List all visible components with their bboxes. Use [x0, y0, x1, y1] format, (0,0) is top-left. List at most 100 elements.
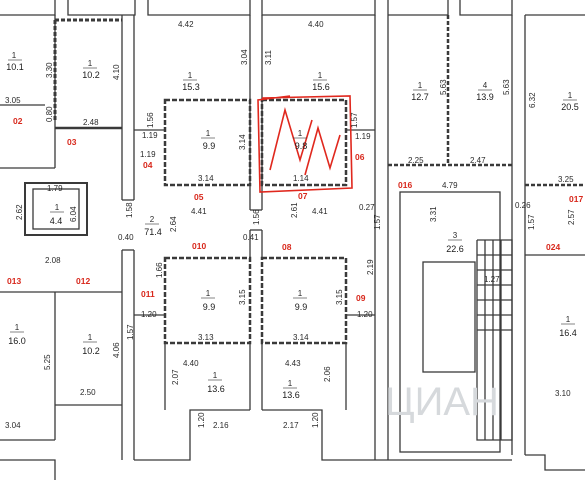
- dimension-label: 3.04: [240, 49, 249, 65]
- dimension-label: 6.32: [528, 92, 537, 108]
- dimension-label: 3.14: [293, 333, 309, 342]
- room-label: 271.4: [144, 215, 162, 237]
- room-label: 110.1: [6, 51, 24, 72]
- dimension-label: 0.40: [118, 233, 134, 242]
- svg-text:13.6: 13.6: [282, 390, 300, 400]
- dimension-label: 2.50: [80, 388, 96, 397]
- dimension-label: 4.41: [312, 207, 328, 216]
- svg-text:1: 1: [206, 289, 211, 298]
- svg-text:1: 1: [188, 71, 193, 80]
- dimension-label: 3.25: [558, 175, 574, 184]
- room-marker: 016: [398, 180, 412, 190]
- svg-text:15.6: 15.6: [312, 82, 330, 92]
- dimension-label: 1.57: [527, 214, 536, 230]
- dimension-label: 4.43: [285, 359, 301, 368]
- room-marker: 03: [67, 137, 77, 147]
- dimension-label: 3.04: [5, 421, 21, 430]
- dimension-label: 4.40: [308, 20, 324, 29]
- dimension-label: 3.14: [238, 134, 247, 150]
- room-marker: 017: [569, 194, 583, 204]
- dimension-label: 2.61: [290, 202, 299, 218]
- dimension-label: 4.41: [191, 207, 207, 216]
- room-marker: 013: [7, 276, 21, 286]
- svg-text:20.5: 20.5: [561, 102, 579, 112]
- svg-text:1: 1: [55, 203, 60, 212]
- dimension-label: 2.16: [213, 421, 229, 430]
- room-label: 19.9: [201, 129, 215, 151]
- dimension-label: 5.63: [502, 79, 511, 95]
- dimension-label: 1.58: [125, 202, 134, 218]
- dimension-label: 0.41: [243, 233, 259, 242]
- room-label: 413.9: [476, 81, 494, 102]
- dimension-label: 1.19: [142, 131, 158, 140]
- dimension-label: 5.25: [43, 354, 52, 370]
- svg-text:13.6: 13.6: [207, 384, 225, 394]
- svg-text:71.4: 71.4: [144, 227, 162, 237]
- svg-text:1: 1: [298, 289, 303, 298]
- dimension-label: 0.26: [515, 201, 531, 210]
- svg-text:3: 3: [453, 231, 458, 240]
- dimension-label: 5.63: [439, 79, 448, 95]
- svg-text:1: 1: [213, 371, 218, 380]
- dimension-label: 2.17: [283, 421, 299, 430]
- svg-text:9.9: 9.9: [203, 302, 216, 312]
- room-marker: 08: [282, 242, 292, 252]
- room-label: 322.6: [446, 231, 464, 254]
- dimension-label: 2.48: [83, 118, 99, 127]
- room-marker: 02: [13, 116, 23, 126]
- dimension-label: 1.19: [355, 132, 371, 141]
- dimension-label: 1.57: [126, 324, 135, 340]
- dimension-labels: 3.30 4.10 3.05 0.80 2.48 4.42 3.04 4.40 …: [5, 20, 576, 430]
- room-markers: 02 03 04 05 06 07 08 09 010 011 012 013 …: [7, 116, 583, 303]
- dimension-label: 1.14: [293, 174, 309, 183]
- room-label: 120.5: [561, 91, 579, 112]
- room-label: 19.9: [201, 289, 215, 312]
- dimension-label: 1.20: [357, 310, 373, 319]
- dimension-label: 2.25: [408, 156, 424, 165]
- room-marker: 05: [194, 192, 204, 202]
- dimension-label: 1.20: [197, 412, 206, 428]
- room-label: 115.3: [182, 71, 200, 92]
- room-label: 110.2: [82, 59, 100, 80]
- room-marker: 010: [192, 241, 206, 251]
- dimension-label: 3.31: [429, 206, 438, 222]
- dimension-label: 3.30: [45, 62, 54, 78]
- svg-text:9.9: 9.9: [203, 141, 216, 151]
- svg-text:22.6: 22.6: [446, 244, 464, 254]
- svg-text:1: 1: [288, 379, 293, 388]
- room-labels: 110.1 110.2 115.3 115.6 112.7 413.9 120.…: [6, 51, 579, 400]
- dimension-label: 4.79: [442, 181, 458, 190]
- dimension-label: 6.04: [69, 206, 78, 222]
- svg-text:10.2: 10.2: [82, 346, 100, 356]
- room-marker: 012: [76, 276, 90, 286]
- dimension-label: 1.20: [311, 412, 320, 428]
- dimension-label: 3.15: [335, 289, 344, 305]
- svg-text:1: 1: [418, 81, 423, 90]
- dimension-label: 0.27: [359, 203, 375, 212]
- room-marker: 06: [355, 152, 365, 162]
- room-label: 19.9: [293, 289, 307, 312]
- svg-text:12.7: 12.7: [411, 92, 429, 102]
- dimension-label: 3.11: [264, 49, 273, 65]
- dimension-label: 2.62: [15, 204, 24, 220]
- svg-text:1: 1: [12, 51, 17, 60]
- room-marker: 024: [546, 242, 560, 252]
- scribble-highlight: [257, 95, 353, 193]
- dimension-label: 4.42: [178, 20, 194, 29]
- dimension-label: 1.19: [140, 150, 156, 159]
- room-label: 19.8: [293, 129, 307, 151]
- dimension-label: 2.47: [470, 156, 486, 165]
- dimension-label: 3.10: [555, 389, 571, 398]
- svg-text:10.1: 10.1: [6, 62, 24, 72]
- svg-text:9.8: 9.8: [295, 141, 308, 151]
- svg-text:15.3: 15.3: [182, 82, 200, 92]
- dimension-label: 2.08: [45, 256, 61, 265]
- svg-text:16.0: 16.0: [8, 336, 26, 346]
- room-label: 116.0: [8, 323, 26, 346]
- dimension-label: 3.15: [238, 289, 247, 305]
- dimension-label: 3.14: [198, 174, 214, 183]
- room-marker: 04: [143, 160, 153, 170]
- dimension-label: 1.20: [141, 310, 157, 319]
- dimension-label: 4.06: [112, 342, 121, 358]
